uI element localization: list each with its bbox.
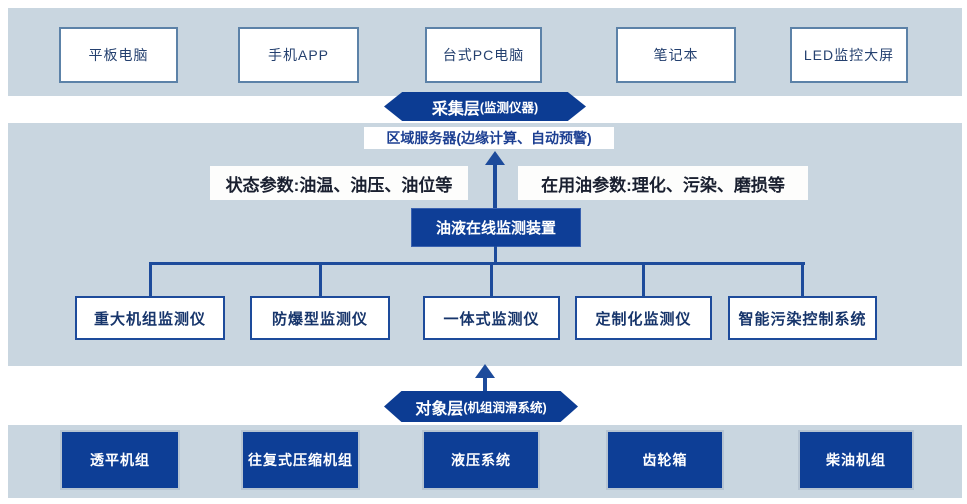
arrow-shaft [483,378,487,392]
node-tablet-pc: 平板电脑 [59,27,178,83]
node-regional-server: 区域服务器(边缘计算、自动预警) [364,127,614,149]
node-turbine-unit: 透平机组 [60,430,180,490]
node-laptop: 笔记本 [616,27,736,83]
object-layer-banner: 对象层 (机组润滑系统) [384,391,578,422]
node-gearbox: 齿轮箱 [606,430,724,490]
connector-line [149,262,805,265]
object-layer-title: 对象层 [415,400,464,418]
connector-line [490,262,493,296]
collection-layer-title: 采集层 [431,100,480,118]
collection-layer-subtitle: (监测仪器) [479,101,539,115]
node-major-unit-monitor: 重大机组监测仪 [75,296,225,340]
node-mobile-app: 手机APP [238,27,359,83]
node-oil-monitoring-device: 油液在线监测装置 [411,208,581,247]
node-desktop-pc: 台式PC电脑 [425,27,542,83]
arrow-head [475,364,495,378]
node-diesel-unit: 柴油机组 [798,430,914,490]
connector-line [319,262,322,296]
node-led-screen: LED监控大屏 [790,27,908,83]
connector-line [149,262,152,296]
up-arrow-icon [475,364,495,392]
object-layer-subtitle: (机组润滑系统) [463,401,547,415]
node-integrated-monitor: 一体式监测仪 [423,296,560,340]
node-customized-monitor: 定制化监测仪 [575,296,712,340]
node-hydraulic-system: 液压系统 [422,430,540,490]
connector-line [494,246,497,264]
oil-params-label: 在用油参数:理化、污染、磨损等 [518,166,808,200]
node-reciprocating-compressor: 往复式压缩机组 [241,430,360,490]
collection-layer-banner: 采集层(监测仪器) [384,92,586,121]
arrow-head [485,151,505,165]
status-params-label: 状态参数:油温、油压、油位等 [210,166,468,200]
node-explosion-proof-monitor: 防爆型监测仪 [250,296,390,340]
connector-line [642,262,645,296]
connector-line [801,262,804,296]
arrow-shaft [493,165,497,208]
up-arrow-icon [485,151,505,208]
node-pollution-control-system: 智能污染控制系统 [728,296,877,340]
